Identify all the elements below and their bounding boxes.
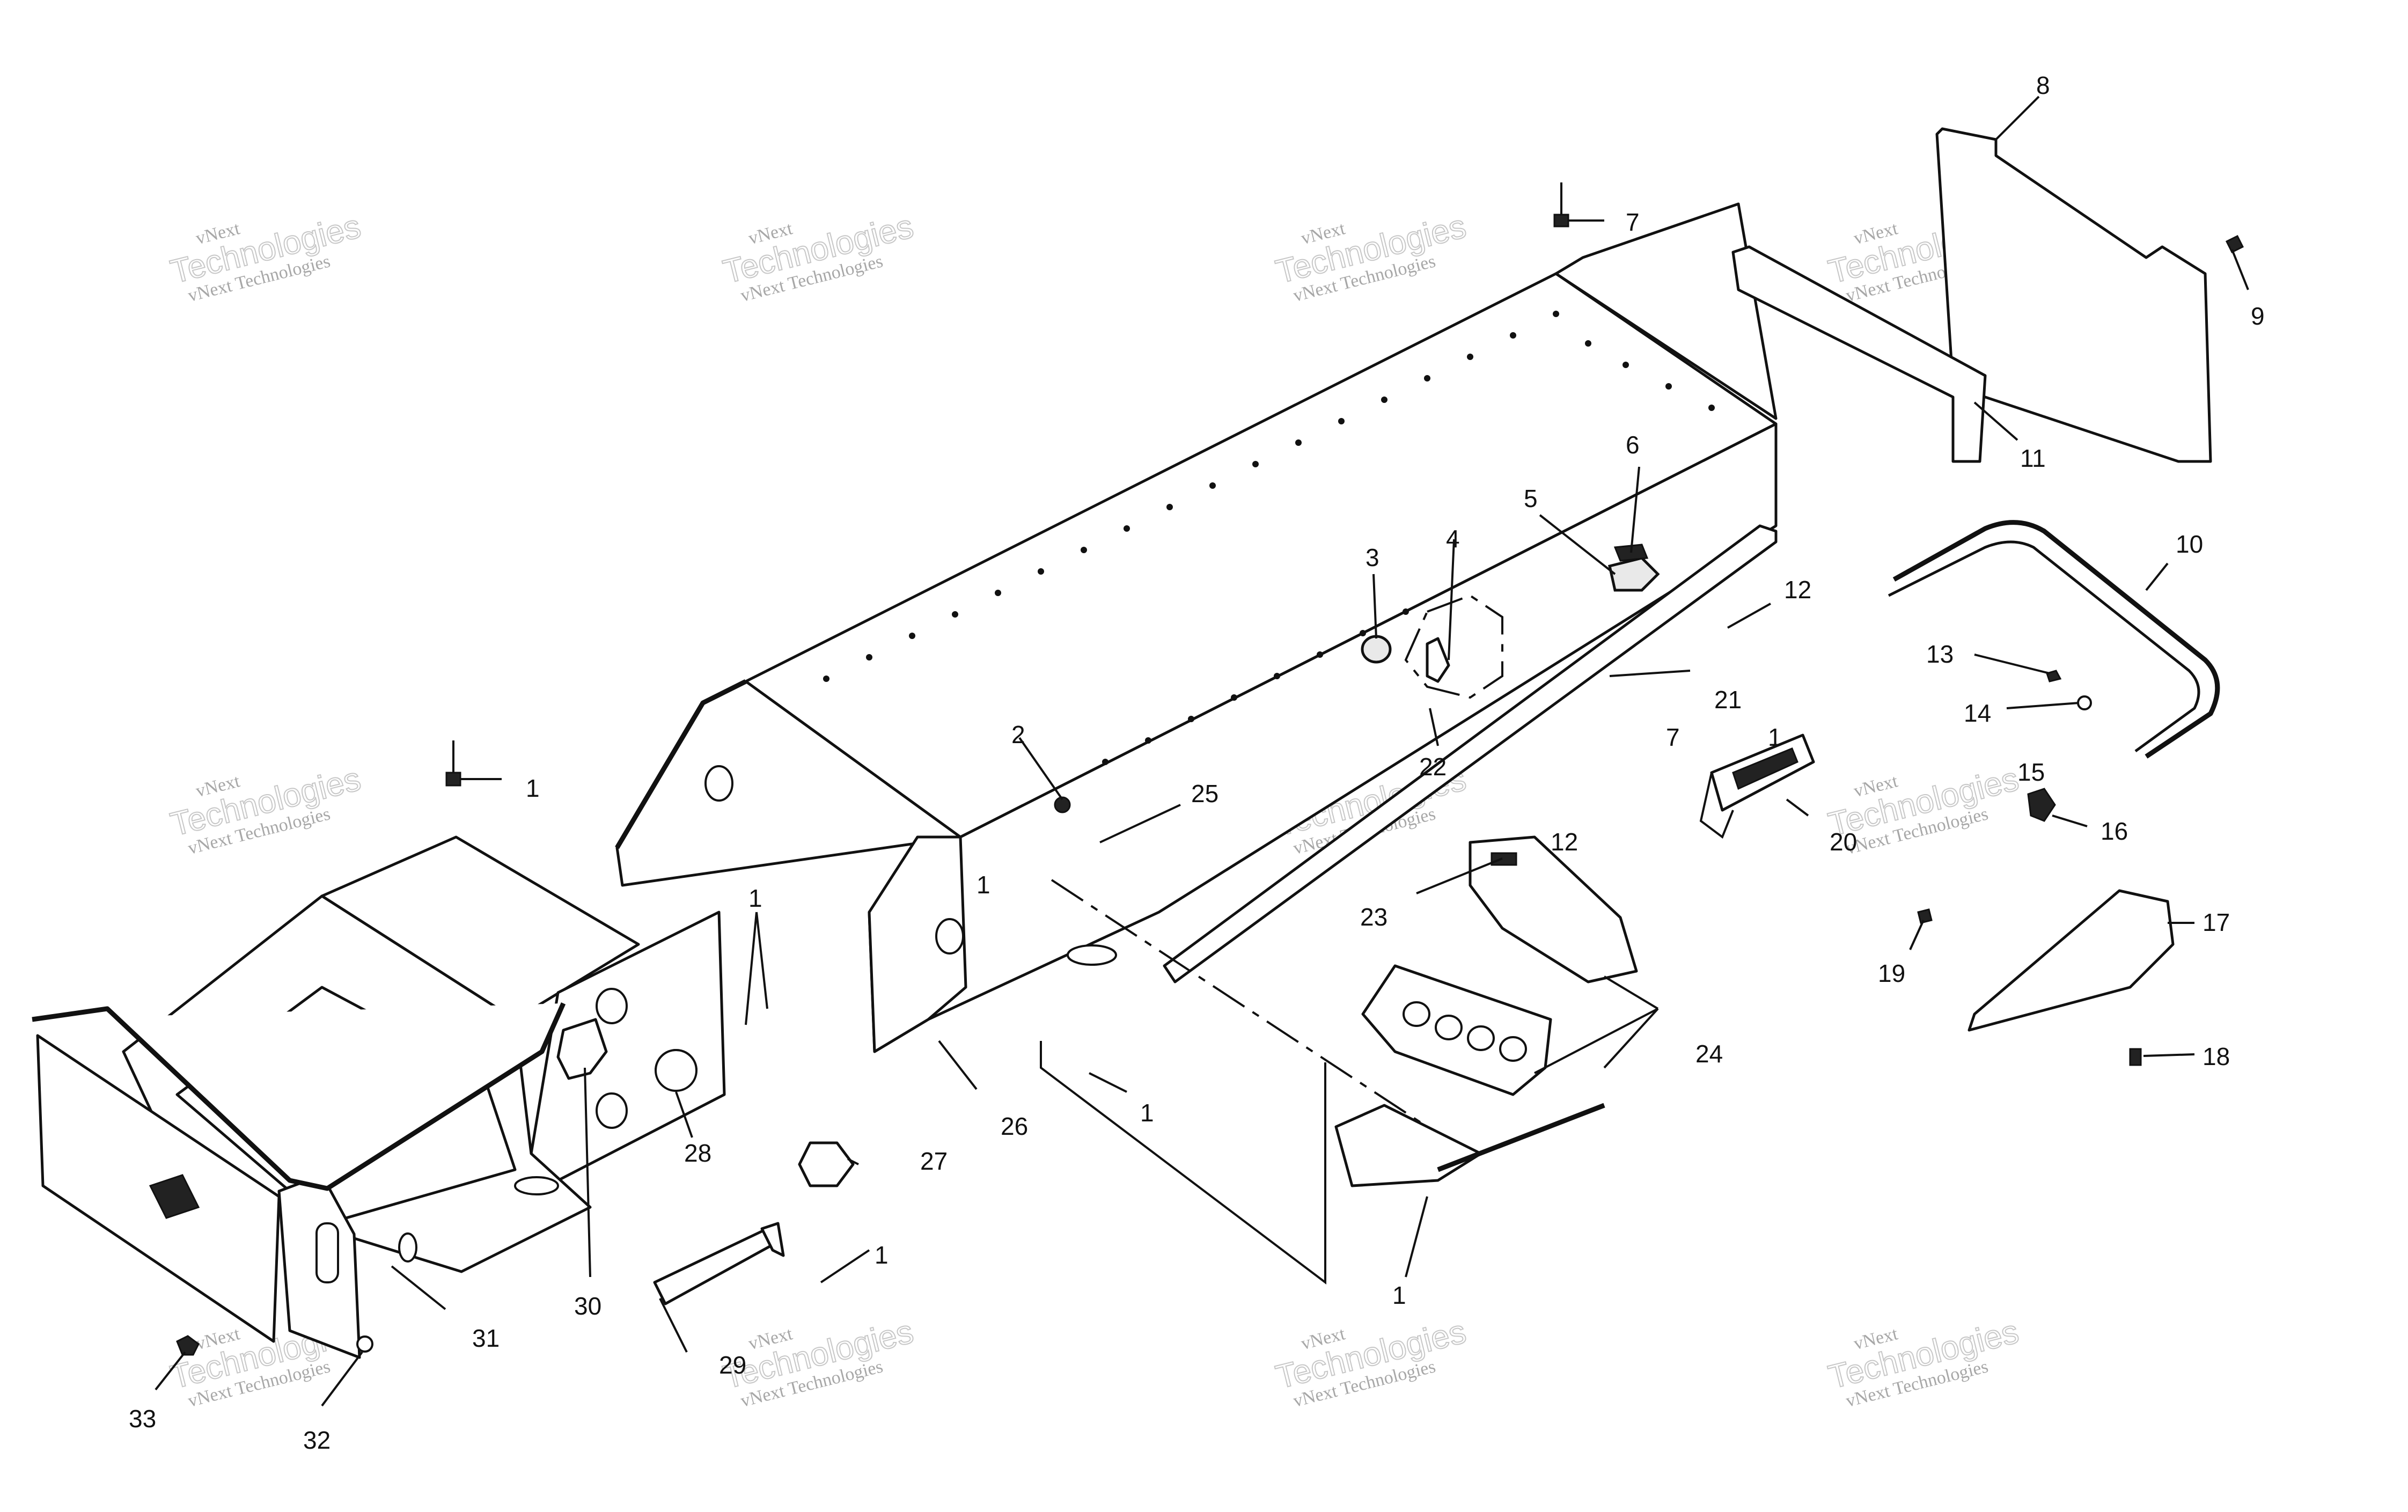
callout-7: 7 [1626,208,1640,236]
callout-26: 26 [1001,1112,1028,1140]
callout-18: 18 [2203,1043,2230,1070]
washer-14 [2077,695,2092,710]
tunnel-front-plate [868,835,967,1053]
callout-24: 24 [1695,1040,1723,1068]
callout-12: 12 [1551,828,1578,856]
floor-slot [514,1176,559,1195]
callout-15: 15 [2017,758,2045,786]
tunnel-slot [1067,944,1117,966]
nut [176,1335,200,1356]
hardware-parts [176,127,2244,1356]
bearing-plate [1361,635,1392,664]
callout-30: 30 [574,1292,601,1320]
footrest-tread [1732,747,1798,790]
callout-32: 32 [303,1426,331,1454]
shaft-bearing [1054,796,1071,813]
tunnel-left-hole [704,765,733,802]
callout-1: 1 [1768,723,1782,751]
callout-14: 14 [1964,699,1991,727]
flap-bracket [1731,245,1987,463]
rivet-head [445,772,461,787]
washer [356,1335,373,1353]
callout-12: 12 [1784,576,1811,604]
heat-shield-hole [1467,1025,1495,1051]
callout-13: 13 [1926,640,1954,668]
callout-19: 19 [1878,959,1905,987]
callout-5: 5 [1524,485,1538,512]
footrest-mount [1699,772,1734,839]
callout-3: 3 [1365,544,1379,571]
bracket-end-tab [760,1222,785,1257]
callout-2: 2 [1011,721,1025,748]
shield-tab [1491,852,1517,866]
side-guard [1967,889,2175,1032]
callout-21: 21 [1714,686,1742,714]
callout-29: 29 [719,1351,746,1379]
callout-31: 31 [472,1324,500,1352]
callout-8: 8 [2036,71,2050,99]
callout-23: 23 [1360,903,1387,931]
callout-16: 16 [2101,817,2128,845]
bumper-cap-16 [2027,788,2056,822]
heat-shield-hole [1403,1001,1430,1027]
leader-lines [155,96,2249,1407]
heat-shield-hole [1435,1015,1463,1040]
callout-1: 1 [977,871,990,899]
tunnel-front-hole [935,918,964,955]
tunnel-front-fold [615,679,747,849]
bulkhead-right-plate [530,911,726,1182]
screw-18 [2129,1048,2142,1066]
callout-28: 28 [684,1139,711,1167]
callout-1: 1 [748,884,762,912]
heat-shield-hole [1499,1036,1527,1062]
exhaust-shield [1469,835,1638,983]
callout-11: 11 [2020,444,2046,472]
front-bumper-rail [32,1002,566,1191]
end-plate-slot [315,1222,339,1283]
tunnel-rivets [823,311,1715,765]
callout-labels: 1 1 1 1 1 1 1 2 3 4 5 6 7 7 8 9 10 11 12… [129,71,2265,1454]
screw-13 [2046,670,2062,682]
callout-33: 33 [129,1405,156,1433]
reference-centerline [1051,879,1428,1128]
lower-reference-panel [1040,1041,1326,1285]
retainer-ring [655,1049,698,1071]
callout-9: 9 [2251,302,2265,330]
callout-25: 25 [1191,780,1218,808]
bearing-housing-outline [1404,594,1503,699]
tunnel-top-back-edge [1554,202,1778,420]
callout-4: 4 [1446,525,1460,553]
callout-27: 27 [920,1147,948,1175]
callout-17: 17 [2203,908,2230,936]
screw-9 [2225,234,2244,254]
bulkhead-lower-hole [596,1092,628,1129]
callout-6: 6 [1626,431,1640,459]
running-board-rail [1163,524,1778,983]
support-rod [1437,1103,1605,1172]
bulkhead-upper-hole [596,988,628,1024]
bumper-end-cap [149,1174,200,1219]
lower-mounting-bracket [1334,1104,1482,1187]
bearing-flange [556,1018,608,1080]
callout-7: 7 [1666,723,1680,751]
screw-19 [1917,908,1933,924]
callout-1: 1 [526,774,540,802]
tunnel-assembly [615,202,1778,1285]
callout-1: 1 [1392,1281,1406,1309]
front-bulkhead-assembly [32,835,726,1359]
rivet-head [1553,214,1569,227]
callout-1: 1 [1140,1099,1154,1127]
rear-bumper-inner [1888,540,2200,753]
callout-20: 20 [1830,828,1857,856]
callout-1: 1 [875,1241,889,1269]
idler-plate [1426,637,1450,683]
callout-22: 22 [1419,753,1447,781]
grommet-plate [798,1141,855,1187]
mud-flap [1935,127,2212,463]
floor-hole [398,1232,417,1263]
mounting-bracket [653,1227,774,1305]
callout-10: 10 [2176,530,2203,558]
